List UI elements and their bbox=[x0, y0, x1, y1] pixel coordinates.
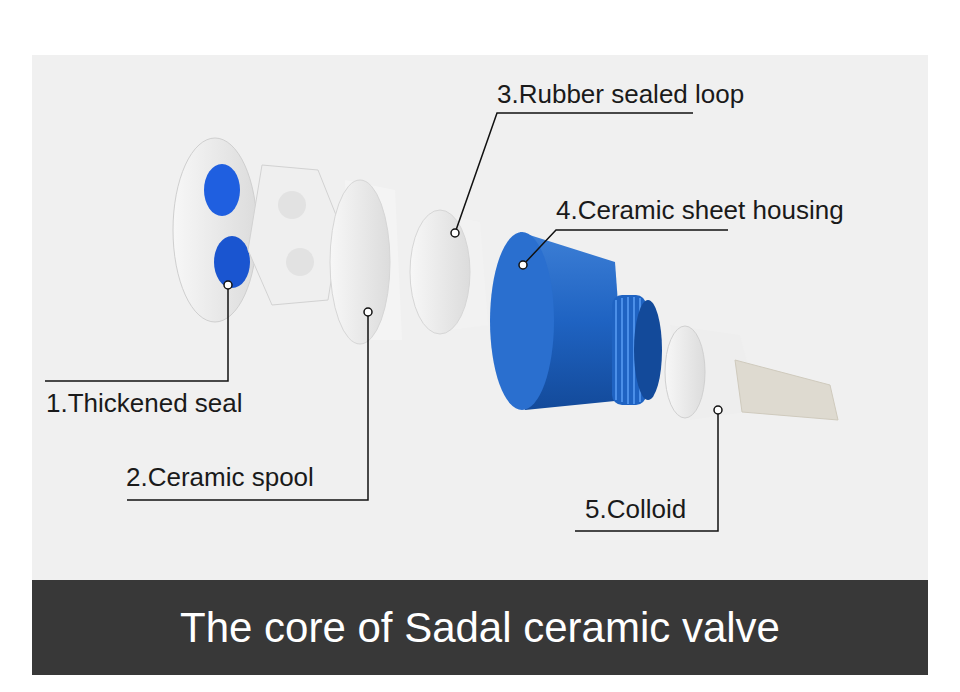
leader-lines bbox=[45, 113, 728, 531]
part-label: 1.Thickened seal bbox=[46, 388, 243, 418]
part-label: 2.Ceramic spool bbox=[126, 462, 314, 492]
part-label: 3.Rubber sealed loop bbox=[497, 79, 744, 109]
hex-disc bbox=[248, 165, 340, 305]
part-label: 5.Colloid bbox=[585, 494, 686, 524]
caption: The core of Sadal ceramic valve bbox=[32, 580, 928, 675]
stem bbox=[665, 325, 838, 420]
ceramic-housing bbox=[490, 232, 662, 410]
ceramic-spool bbox=[330, 180, 402, 344]
part-label: 4.Ceramic sheet housing bbox=[556, 195, 844, 225]
rubber-ring bbox=[410, 210, 488, 334]
seal-plate bbox=[173, 138, 257, 322]
leader-dots bbox=[224, 229, 722, 414]
